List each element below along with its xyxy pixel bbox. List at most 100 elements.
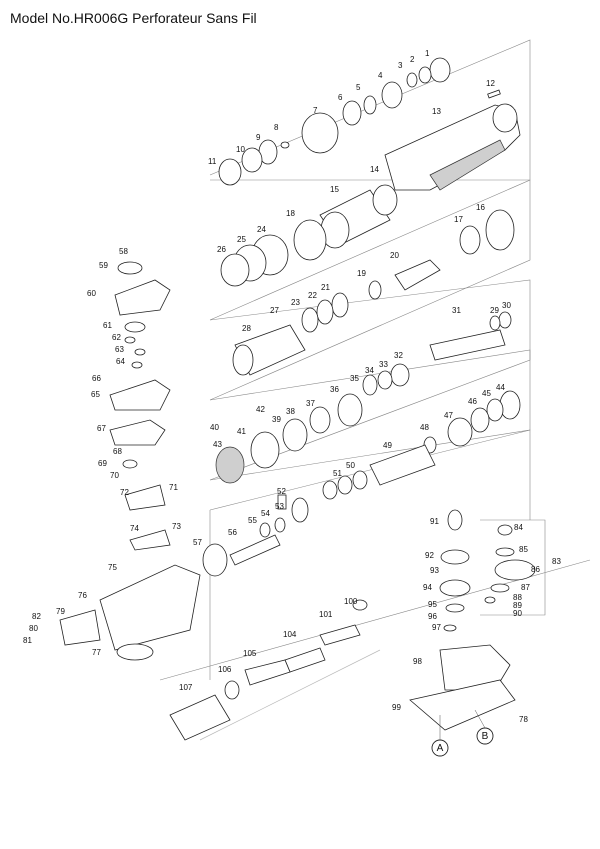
part-label-27: 27 [270,306,279,315]
part-label-88: 88 [513,593,522,602]
marker-a-text: A [437,743,444,754]
part-label-61: 61 [103,321,112,330]
part-label-60: 60 [87,289,96,298]
part-label-86: 86 [531,565,540,574]
part-label-19: 19 [357,269,366,278]
part-label-36: 36 [330,385,339,394]
part-label-69: 69 [98,459,107,468]
part-label-39: 39 [272,415,281,424]
part-label-104: 104 [283,630,297,639]
part-labels: 1234567891011121314151617181920212223242… [23,49,561,724]
part-label-87: 87 [521,583,530,592]
page-title: Model No.HR006G Perforateur Sans Fil [10,10,257,26]
part-label-59: 59 [99,261,108,270]
part-label-4: 4 [378,71,383,80]
part-label-16: 16 [476,203,485,212]
part-label-9: 9 [256,133,261,142]
part-label-54: 54 [261,509,270,518]
part-label-15: 15 [330,185,339,194]
part-label-94: 94 [423,583,432,592]
part-label-2: 2 [410,55,415,64]
part-label-56: 56 [228,528,237,537]
part-label-3: 3 [398,61,403,70]
part-label-35: 35 [350,374,359,383]
part-label-21: 21 [321,283,330,292]
part-label-89: 89 [513,601,522,610]
part-label-38: 38 [286,407,295,416]
part-label-17: 17 [454,215,463,224]
left-assembly [59,261,201,661]
part-label-85: 85 [519,545,528,554]
barrel-parts [232,292,512,376]
part-label-25: 25 [237,235,246,244]
part-label-41: 41 [237,427,246,436]
part-label-58: 58 [119,247,128,256]
part-label-6: 6 [338,93,343,102]
cylinder-and-rings [220,184,515,300]
part-label-80: 80 [29,624,38,633]
part-label-37: 37 [306,399,315,408]
part-label-20: 20 [390,251,399,260]
part-label-31: 31 [452,306,461,315]
part-label-106: 106 [218,665,232,674]
part-label-67: 67 [97,424,106,433]
part-label-101: 101 [319,610,333,619]
part-label-53: 53 [275,502,284,511]
part-label-46: 46 [468,397,477,406]
part-label-98: 98 [413,657,422,666]
part-label-83: 83 [552,557,561,566]
part-label-90: 90 [513,609,522,618]
part-label-33: 33 [379,360,388,369]
part-label-107: 107 [179,683,193,692]
part-label-79: 79 [56,607,65,616]
part-label-105: 105 [243,649,257,658]
part-label-63: 63 [115,345,124,354]
part-label-93: 93 [430,566,439,575]
marker-b: B [474,709,494,745]
part-label-30: 30 [502,301,511,310]
part-label-8: 8 [274,123,279,132]
clutch-parts [215,363,521,486]
part-label-32: 32 [394,351,403,360]
part-label-97: 97 [432,623,441,632]
part-label-73: 73 [172,522,181,531]
part-label-14: 14 [370,165,379,174]
part-label-72: 72 [120,488,129,497]
part-label-65: 65 [91,390,100,399]
part-label-91: 91 [430,517,439,526]
part-label-34: 34 [365,366,374,375]
part-label-51: 51 [333,469,342,478]
front-chuck-parts [218,57,501,186]
part-label-82: 82 [32,612,41,621]
part-label-29: 29 [490,306,499,315]
part-label-75: 75 [108,563,117,572]
marker-b-text: B [482,731,489,742]
part-label-26: 26 [217,245,226,254]
part-label-7: 7 [313,106,318,115]
part-label-57: 57 [193,538,202,547]
part-label-47: 47 [444,411,453,420]
part-label-23: 23 [291,298,300,307]
marker-a: A [431,715,449,757]
part-label-71: 71 [169,483,178,492]
part-label-96: 96 [428,612,437,621]
part-label-40: 40 [210,423,219,432]
gear-assembly [409,509,536,731]
part-label-95: 95 [428,600,437,609]
part-label-10: 10 [236,145,245,154]
part-label-78: 78 [519,715,528,724]
gear-housing-13 [384,103,521,191]
part-label-66: 66 [92,374,101,383]
part-label-12: 12 [486,79,495,88]
part-label-76: 76 [78,591,87,600]
part-label-64: 64 [116,357,125,366]
part-label-13: 13 [432,107,441,116]
part-label-84: 84 [514,523,523,532]
part-label-43: 43 [213,440,222,449]
part-label-42: 42 [256,405,265,414]
part-label-48: 48 [420,423,429,432]
part-label-5: 5 [356,83,361,92]
part-label-50: 50 [346,461,355,470]
part-label-70: 70 [110,471,119,480]
